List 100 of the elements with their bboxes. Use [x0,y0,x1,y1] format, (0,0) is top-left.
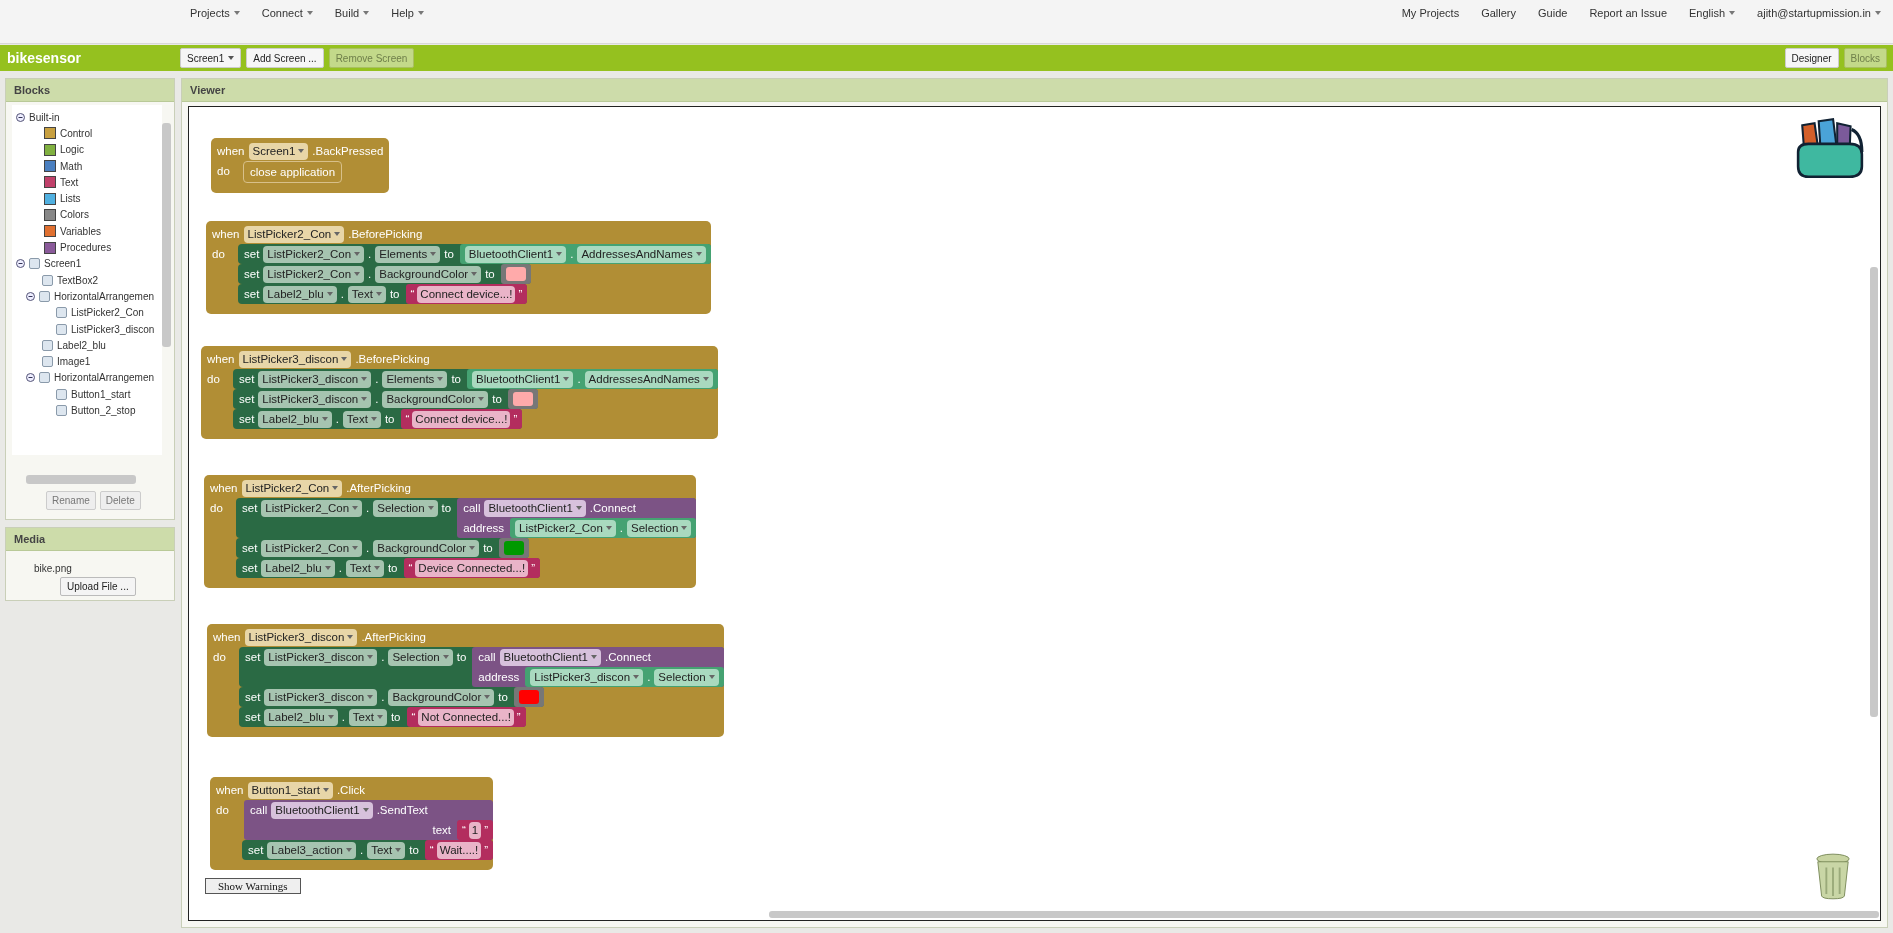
menu-item: Gallery [1481,7,1516,19]
dropdown-field: BluetoothClient1 [464,245,567,263]
block-keyword: . [381,651,385,663]
block-keyword: “ [462,824,466,836]
text-block [400,409,523,429]
block-keyword: .Connect [605,651,652,663]
panel-heading: Media [6,528,174,551]
tree-item: Variables [60,225,101,237]
block-keyword: call [478,651,496,663]
tree-item: Image1 [57,356,91,368]
rename-button: Rename [46,491,96,510]
toolbar-button: Screen1 [180,48,242,68]
block-keyword: to [451,373,461,385]
text-field: Connect device...! [417,285,516,303]
block-keyword: . [366,542,370,554]
dropdown-field: BluetoothClient1 [499,648,601,666]
block-keyword: do [210,502,223,514]
dropdown-field: ListPicker3_discon [264,648,378,666]
dropdown-field: Elements [375,245,441,263]
tree-item: HorizontalArrangemen [54,290,155,302]
block-keyword: to [456,651,467,663]
block-keyword: when [207,353,235,365]
tree-item: Screen1 [44,258,82,270]
dropdown-field: ListPicker3_discon [238,350,352,368]
statement-block [243,161,343,183]
dropdown-field: Label2_blu [261,559,335,577]
tree-item: Label2_blu [57,339,106,351]
tree-item: ListPicker3_discon [71,323,155,335]
block-keyword: .SendText [376,804,428,816]
toolbar-button: Remove Screen [328,48,415,68]
block-keyword: set [239,393,255,405]
tree-item: Built-in [29,111,60,123]
getter-block [525,667,724,687]
block-keyword: “ [405,413,410,425]
text-field: Not Connected...! [418,708,514,726]
dropdown-field: Selection [654,668,719,686]
block-keyword: . [619,522,624,534]
setter-block [236,558,540,578]
block-keyword: . [341,711,345,723]
setter-block [233,409,523,429]
dropdown-field: ListPicker2_Con [241,479,343,497]
panel-heading: Blocks [6,79,174,102]
block-keyword: ” [518,288,523,300]
block-keyword: . [340,288,344,300]
getter-block [459,244,711,264]
block-keyword: do [217,165,230,177]
block-keyword: set [242,502,258,514]
tree-item: Control [60,127,93,139]
setter-block [242,840,494,860]
dropdown-field: ListPicker2_Con [263,265,365,283]
block-keyword: to [444,248,454,260]
dropdown-field: BackgroundColor [388,688,495,706]
tree-item: ListPicker2_Con [71,307,144,319]
dropdown-field: BluetoothClient1 [471,370,574,388]
block-keyword: . [338,562,342,574]
block-keyword: when [212,228,240,240]
block-keyword: when [210,482,238,494]
block-keyword: ” [484,844,489,856]
block-keyword: .Click [336,784,366,796]
block-keyword: call [250,804,268,816]
dropdown-field: Screen1 [248,142,309,160]
setter-block [238,284,528,304]
tree-item: Button1_start [71,388,131,400]
dropdown-field: BluetoothClient1 [271,801,373,819]
menu-item: Report an Issue [1589,7,1668,19]
call-block [244,800,494,840]
tree-item: Lists [60,193,81,205]
toolbar-button: Designer [1784,48,1839,68]
dropdown-field: BluetoothClient1 [484,499,586,517]
dropdown-field: BackgroundColor [375,265,482,283]
dropdown-field: Label2_blu [263,285,337,303]
tree-item: Text [60,176,79,188]
block-keyword: . [359,844,364,856]
dropdown-field: ListPicker2_Con [515,519,616,537]
call-block [457,498,697,538]
block-keyword: “ [408,562,413,574]
block-keyword: ” [516,711,521,723]
block-keyword: . [375,373,379,385]
setter-block [238,244,711,264]
event-block [210,777,494,870]
block-keyword: do [213,651,226,663]
block-keyword: call [463,502,481,514]
block-keyword: to [485,268,495,280]
text-block [405,284,528,304]
block-keyword: do [212,248,225,260]
text-block [457,820,494,840]
block-keyword: set [245,691,261,703]
toolbar-button: Blocks [1843,48,1887,68]
color-block [498,538,529,558]
block-keyword: “ [429,844,434,856]
project-name: bikesensor [7,50,81,66]
block-keyword: address [463,522,505,534]
setter-block [236,538,529,558]
toolbar-button: Add Screen ... [246,48,324,68]
dropdown-field: ListPicker2_Con [261,499,363,517]
block-keyword: .BeforePicking [355,353,430,365]
text-field: Wait....! [436,841,482,859]
dropdown-field: BackgroundColor [373,539,480,557]
block-keyword: . [368,268,372,280]
block-keyword: set [244,248,260,260]
